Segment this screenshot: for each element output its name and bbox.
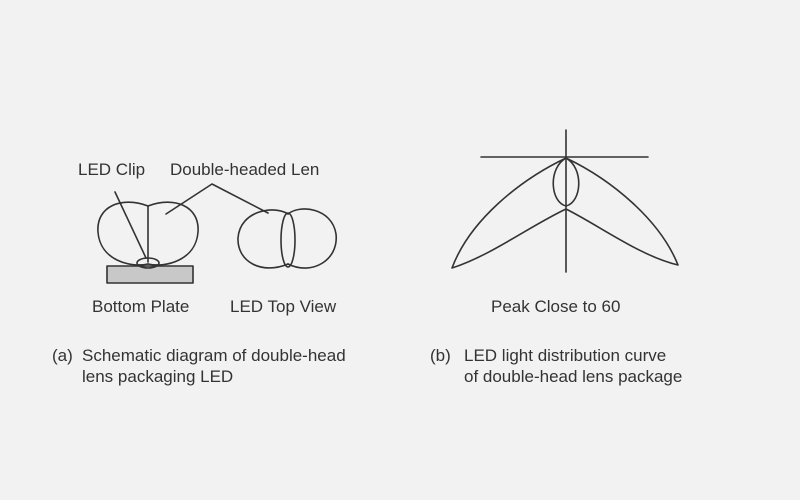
led-clip-leader [114, 191, 147, 259]
led-top-view-label: LED Top View [230, 297, 337, 316]
caption-b: (b) LED light distribution curve of doub… [430, 346, 760, 390]
led-chip [136, 257, 160, 269]
light-distribution-plot [451, 129, 679, 273]
caption-b-letter: (b) [430, 346, 451, 365]
top-view-center-lens [280, 212, 296, 268]
right-lens-lobe [147, 201, 199, 266]
top-view-left-lobe [237, 209, 289, 269]
caption-b-line1: LED light distribution curve [464, 346, 667, 365]
distribution-curve [451, 157, 679, 269]
double-headed-lens-label: Double-headed Len [170, 160, 320, 179]
bottom-plate-label: Bottom Plate [92, 297, 190, 316]
caption-a-letter: (a) [52, 346, 73, 365]
top-view-right-lobe [287, 208, 337, 269]
caption-b-line2: of double-head lens package [464, 367, 683, 386]
lens-leader [165, 183, 269, 215]
bottom-plate-shape [106, 265, 194, 284]
caption-a: (a) Schematic diagram of double-head len… [52, 346, 412, 390]
led-clip-label: LED Clip [78, 160, 146, 179]
peak-note-label: Peak Close to 60 [491, 297, 621, 316]
left-lens-lobe [97, 201, 149, 266]
caption-a-line2: lens packaging LED [82, 367, 234, 386]
caption-a-line1: Schematic diagram of double-head [82, 346, 346, 365]
led-top-view-shape [237, 208, 337, 269]
package-side-view [97, 201, 199, 284]
